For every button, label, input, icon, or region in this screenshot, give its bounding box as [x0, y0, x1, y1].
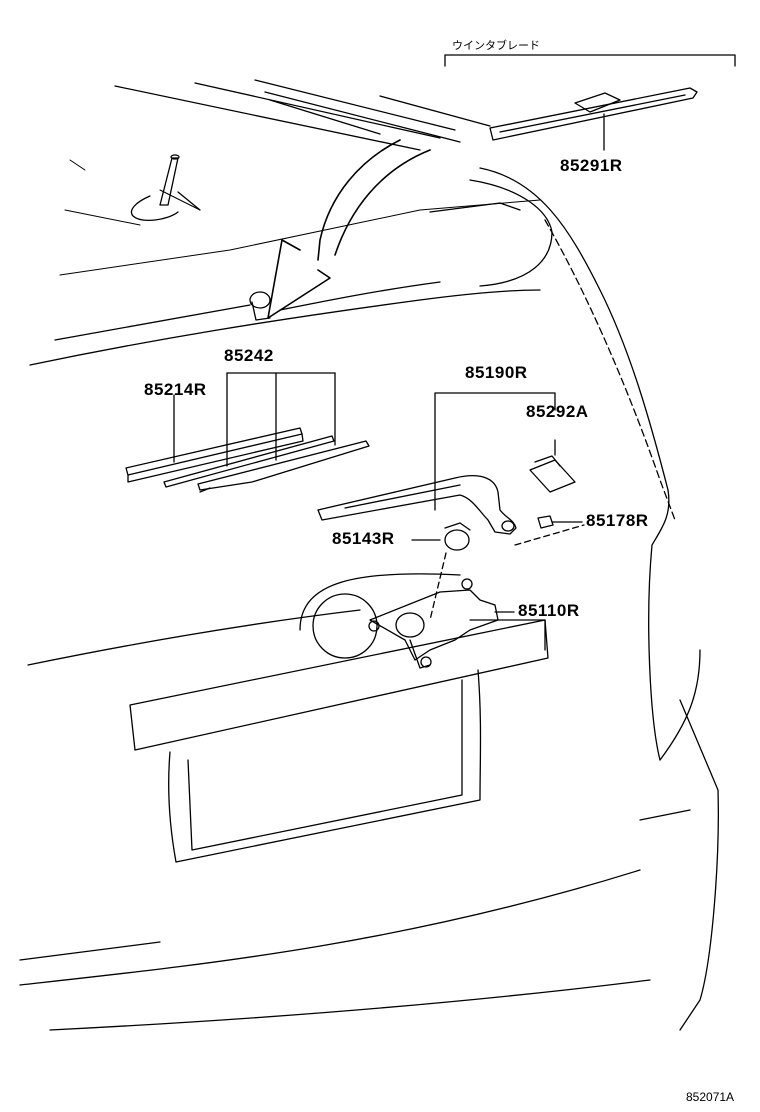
rear-body: [19, 489, 719, 1031]
leader-85110R: [469, 619, 546, 651]
direction-arrow: [267, 139, 431, 319]
blade-rubber-parts: [125, 427, 370, 493]
grommet: [411, 522, 471, 551]
part-number-85291R[interactable]: 85291R: [560, 156, 623, 175]
back-door-lower: [27, 573, 549, 863]
leader-85190R: [434, 392, 556, 511]
alignment-line-2: [514, 524, 585, 546]
part-number-85110R[interactable]: 85110R: [518, 601, 580, 620]
part-number-85143R[interactable]: 85143R: [332, 529, 395, 548]
hatch-upper: [29, 179, 553, 366]
roof-outline: [114, 79, 491, 151]
body-edge: [479, 167, 669, 491]
blade-header-label: ウインタブレード: [452, 39, 540, 52]
wiper-blade-assembly: [489, 87, 698, 151]
leader-85242: [226, 372, 336, 467]
antenna: [130, 154, 201, 222]
diagram-code: 852071A: [686, 1090, 735, 1104]
wiper-motor: [368, 578, 515, 669]
part-number-85178R[interactable]: 85178R: [586, 511, 649, 530]
part-number-85242[interactable]: 85242: [224, 346, 274, 365]
part-number-85214R[interactable]: 85214R: [144, 380, 207, 399]
arm-cap: [529, 439, 576, 493]
body-side-line: [544, 219, 676, 521]
wiper-arm: [317, 475, 517, 535]
rear-glass: [59, 159, 541, 276]
part-number-85292A[interactable]: 85292A: [526, 402, 589, 421]
part-number-85190R[interactable]: 85190R: [465, 363, 528, 382]
pivot-boss: [249, 291, 271, 321]
header-bracket: [444, 54, 736, 67]
nut: [537, 515, 583, 529]
alignment-line: [429, 552, 447, 621]
